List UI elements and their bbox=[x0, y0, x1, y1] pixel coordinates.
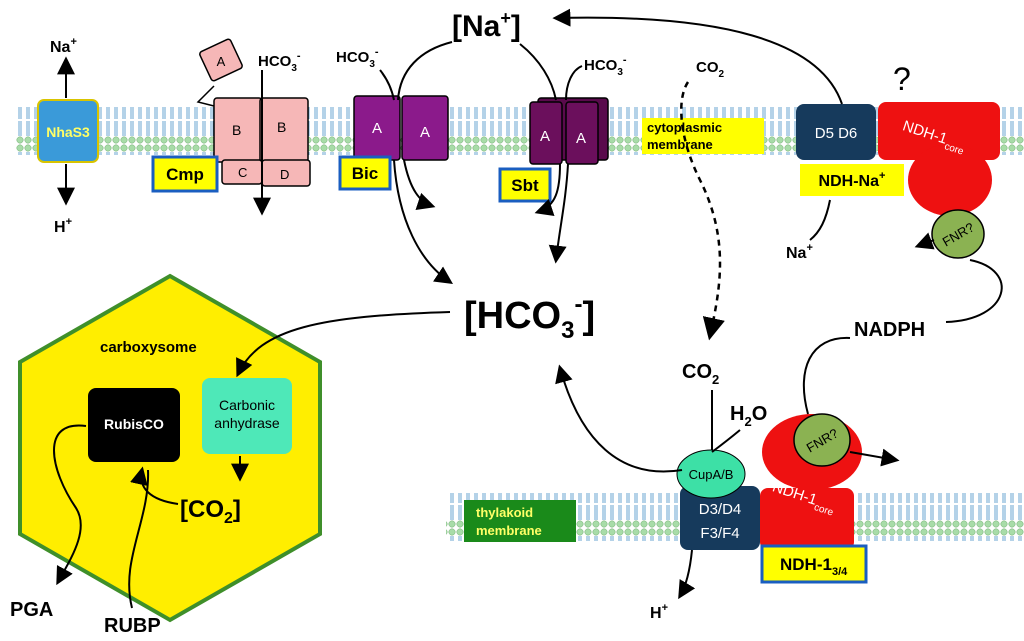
cmp-label: Cmp bbox=[166, 165, 204, 184]
svg-text:A: A bbox=[372, 120, 382, 137]
thylakoid-h: H+ bbox=[650, 602, 668, 622]
cmp-label-box bbox=[151, 155, 219, 193]
rubisco-box bbox=[88, 388, 180, 462]
pga-label: PGA bbox=[10, 599, 53, 621]
ndh-na-na: Na+ bbox=[786, 242, 813, 262]
bic-label: Bic bbox=[352, 164, 378, 183]
cmp-hco3: HCO3- bbox=[258, 50, 301, 74]
cupab-label: CupA/B bbox=[689, 467, 734, 482]
nadph-label: NADPH bbox=[854, 319, 925, 341]
carbonic-anhydrase-line1: Carbonic bbox=[219, 397, 275, 413]
d5d6-subunit bbox=[796, 104, 876, 160]
hco3-pool: [HCO3-] bbox=[464, 291, 595, 344]
svg-text:B: B bbox=[277, 119, 286, 135]
pathway-arrows bbox=[53, 8, 1003, 609]
svg-text:A: A bbox=[420, 124, 430, 141]
rubisco-label: RubisCO bbox=[104, 416, 164, 432]
d5d6-label: D5 D6 bbox=[815, 125, 858, 142]
svg-text:B: B bbox=[232, 122, 241, 138]
svg-text:C: C bbox=[238, 165, 247, 180]
svg-text:A: A bbox=[540, 128, 550, 145]
sbt-label-box bbox=[498, 167, 552, 203]
cmp-transporter: A B B C D bbox=[196, 38, 311, 187]
nhas3-h: H+ bbox=[54, 216, 72, 236]
ndh-na-label-box bbox=[800, 164, 904, 196]
co2-diffusion-arrow bbox=[680, 81, 725, 341]
f3f4-label: F3/F4 bbox=[700, 525, 739, 542]
svg-text:D: D bbox=[280, 167, 289, 182]
thylakoid-label-box bbox=[464, 500, 576, 542]
thylakoid-label-line2: membrane bbox=[476, 523, 542, 538]
bic-transporter: A A bbox=[353, 95, 449, 161]
co2-top: CO2 bbox=[696, 59, 725, 80]
ndh134-label-box bbox=[760, 544, 868, 584]
sbt-hco3: HCO3- bbox=[584, 54, 627, 78]
carbonic-anhydrase-line2: anhydrase bbox=[214, 415, 280, 431]
co2-mid: CO2 bbox=[682, 361, 719, 387]
fnr-bottom bbox=[793, 413, 851, 467]
cytoplasmic-label-line1: cytoplasmic bbox=[647, 120, 722, 135]
cytoplasmic-label-box bbox=[642, 118, 764, 154]
d3d4-subunit bbox=[680, 486, 760, 550]
nhas3-na: Na+ bbox=[50, 36, 77, 56]
ndh-na-label: NDH-Na+ bbox=[819, 170, 886, 190]
nhas3-label: NhaS3 bbox=[46, 124, 90, 140]
carboxysome-co2: [CO2] bbox=[180, 496, 241, 527]
cytoplasmic-label-line2: membrane bbox=[647, 137, 713, 152]
thylakoid-label-line1: thylakoid bbox=[476, 505, 533, 520]
bic-label-box bbox=[338, 155, 392, 191]
carboxysome-label: carboxysome bbox=[100, 339, 197, 356]
carbonic-anhydrase-box bbox=[202, 378, 292, 454]
question-mark: ? bbox=[893, 61, 911, 97]
svg-text:A: A bbox=[576, 130, 586, 147]
svg-text:A: A bbox=[217, 54, 226, 69]
ndh1-core-top bbox=[878, 102, 1000, 216]
ndh134-label: NDH-13/4 bbox=[780, 555, 848, 578]
rubp-label: RUBP bbox=[104, 615, 161, 637]
nhas3-transporter bbox=[37, 99, 99, 163]
sbt-label: Sbt bbox=[511, 176, 539, 195]
h2o-label: H2O bbox=[730, 403, 767, 429]
bic-hco3: HCO3- bbox=[336, 46, 379, 70]
d3d4-label: D3/D4 bbox=[699, 501, 742, 518]
sbt-transporter: A A bbox=[529, 97, 609, 165]
na-pool: [Na+] bbox=[452, 8, 521, 43]
